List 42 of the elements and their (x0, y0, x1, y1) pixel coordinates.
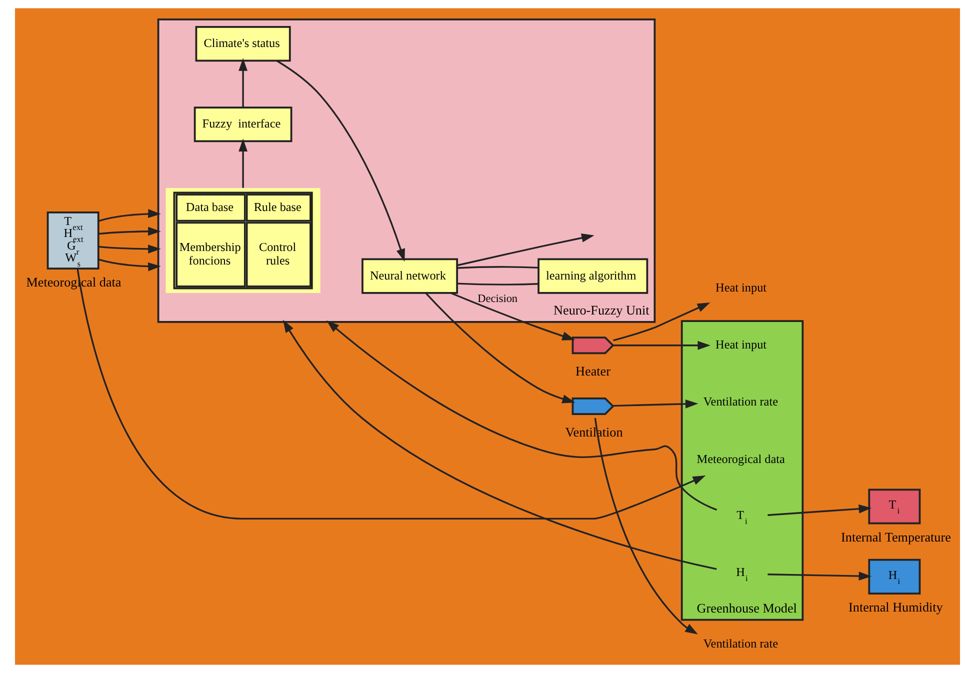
node-box: Neural network (361, 258, 458, 294)
connector (456, 282, 538, 286)
arrow (238, 58, 248, 108)
arrow (767, 572, 872, 581)
node-text: Ventilation rate (702, 394, 778, 409)
node-text: Heat input (715, 280, 766, 294)
arrow (612, 399, 698, 408)
node-box: Climate's status (194, 26, 290, 62)
node-box: Data base Rule base Membership foncions Control rules (165, 188, 320, 293)
node-text: T$_{i}$ (736, 508, 747, 526)
node-box: H$_{i}$ (868, 558, 920, 595)
node-box: learning algorithm (537, 258, 648, 294)
arrow (276, 60, 404, 262)
node-text: Ventilation rate (702, 636, 778, 650)
node-pentagon (571, 336, 614, 354)
node-label: Internal Temperature (840, 529, 950, 544)
arrow (456, 234, 594, 266)
connector (456, 266, 538, 269)
arrow (594, 418, 698, 634)
arrow (98, 244, 160, 254)
node-box: T$_{ext}$ H$_{ext}$ G$_{r}$ W$_{s}$ (46, 211, 99, 270)
arrow (98, 209, 160, 222)
arrow (98, 226, 160, 236)
node-text: Meteorogical data (696, 452, 784, 466)
arrow (612, 302, 710, 342)
node-label: Internal Humidity (848, 600, 942, 615)
arrow (424, 292, 575, 404)
node-text: Heat input (715, 338, 766, 352)
node-box: Fuzzy interface (193, 106, 292, 142)
node-pentagon (571, 398, 614, 416)
node-text: H$_{i}$ (736, 565, 748, 584)
arrow (612, 340, 710, 350)
arrow (450, 292, 574, 340)
arrow (282, 320, 716, 570)
arrow (326, 320, 717, 511)
arrow (767, 504, 872, 516)
node-box: T$_{i}$ (868, 488, 920, 524)
arrow (98, 258, 160, 272)
edge-label: Decision (477, 292, 518, 305)
node-label: Heater (575, 364, 610, 379)
arrow (238, 138, 248, 188)
arrow (76, 268, 706, 520)
